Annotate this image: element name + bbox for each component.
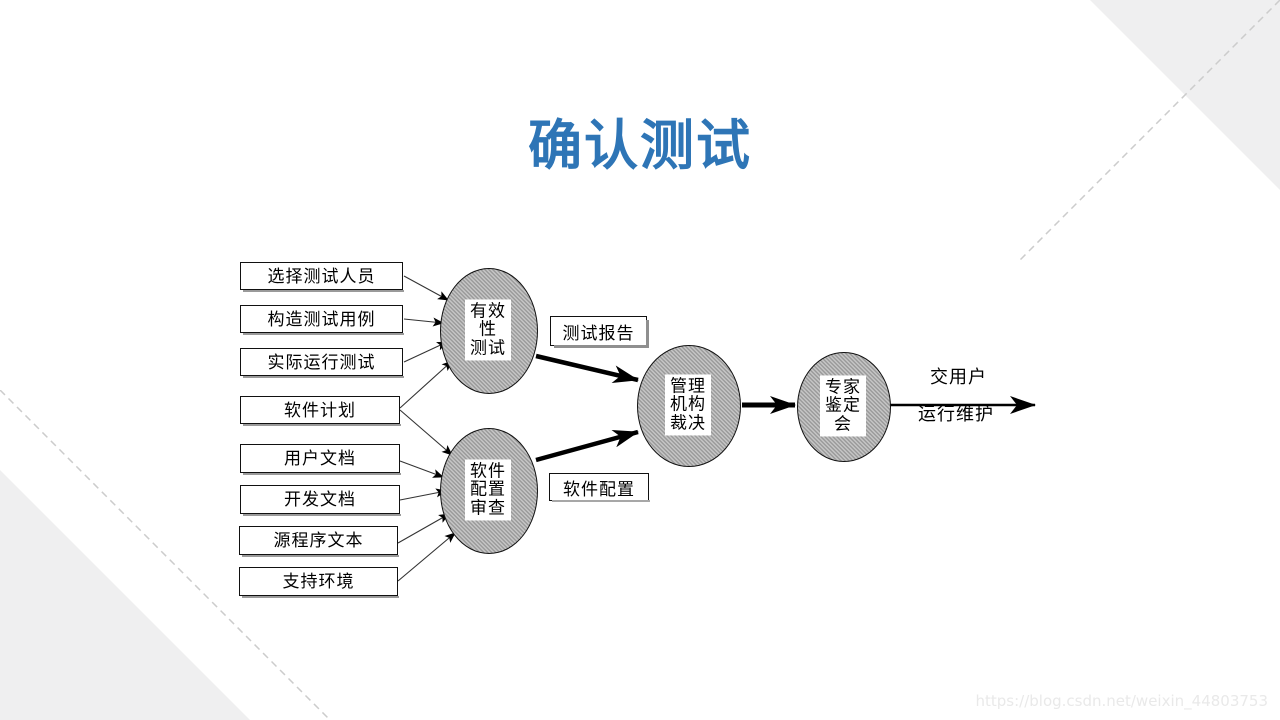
input-box-actual-run-test: 实际运行测试 <box>240 348 404 378</box>
input-box-construct-test-cases: 构造测试用例 <box>240 305 404 335</box>
node-label: 有效 性 测试 <box>465 299 511 361</box>
input-box-user-document: 用户文档 <box>240 444 401 475</box>
node-management-decision: 管理 机构 裁决 <box>637 345 741 467</box>
flow-label-text: 软件配置 <box>563 479 635 499</box>
input-box-label: 开发文档 <box>284 490 356 509</box>
input-box-label: 实际运行测试 <box>267 352 376 372</box>
page-title: 确认测试 <box>528 114 752 177</box>
flow-label-text: 测试报告 <box>562 323 635 343</box>
flow-label-test-report: 测试报告 <box>550 316 649 348</box>
node-expert-appraisal: 专家 鉴定 会 <box>797 352 891 462</box>
input-box-label: 支持环境 <box>282 572 355 591</box>
watermark-text: https://blog.csdn.net/weixin_44803753 <box>975 692 1268 710</box>
node-software-config-review: 软件 配置 审查 <box>440 428 538 554</box>
input-box-software-plan: 软件计划 <box>240 396 401 426</box>
flow-label-software-config: 软件配置 <box>549 473 650 502</box>
input-box-label: 构造测试用例 <box>267 309 376 329</box>
input-box-label: 用户文档 <box>284 449 356 468</box>
input-box-development-document: 开发文档 <box>240 485 401 516</box>
node-label: 软件 配置 审查 <box>465 459 511 521</box>
input-box-label: 源程序文本 <box>273 531 364 550</box>
output-label-deliver-to-user: 交用户 <box>930 367 987 387</box>
node-ellipse-shape <box>440 428 538 554</box>
input-box-label: 选择测试人员 <box>267 266 376 286</box>
input-box-select-testers: 选择测试人员 <box>240 262 404 292</box>
input-box-source-program-text: 源程序文本 <box>239 526 399 557</box>
input-box-support-environment: 支持环境 <box>239 567 399 598</box>
input-box-label: 软件计划 <box>284 400 356 420</box>
node-label: 专家 鉴定 会 <box>820 375 866 437</box>
node-ellipse-shape <box>440 268 538 394</box>
node-label: 管理 机构 裁决 <box>665 374 711 436</box>
node-validity-test: 有效 性 测试 <box>440 268 538 394</box>
output-label-operation-maintenance: 运行维护 <box>918 404 994 424</box>
